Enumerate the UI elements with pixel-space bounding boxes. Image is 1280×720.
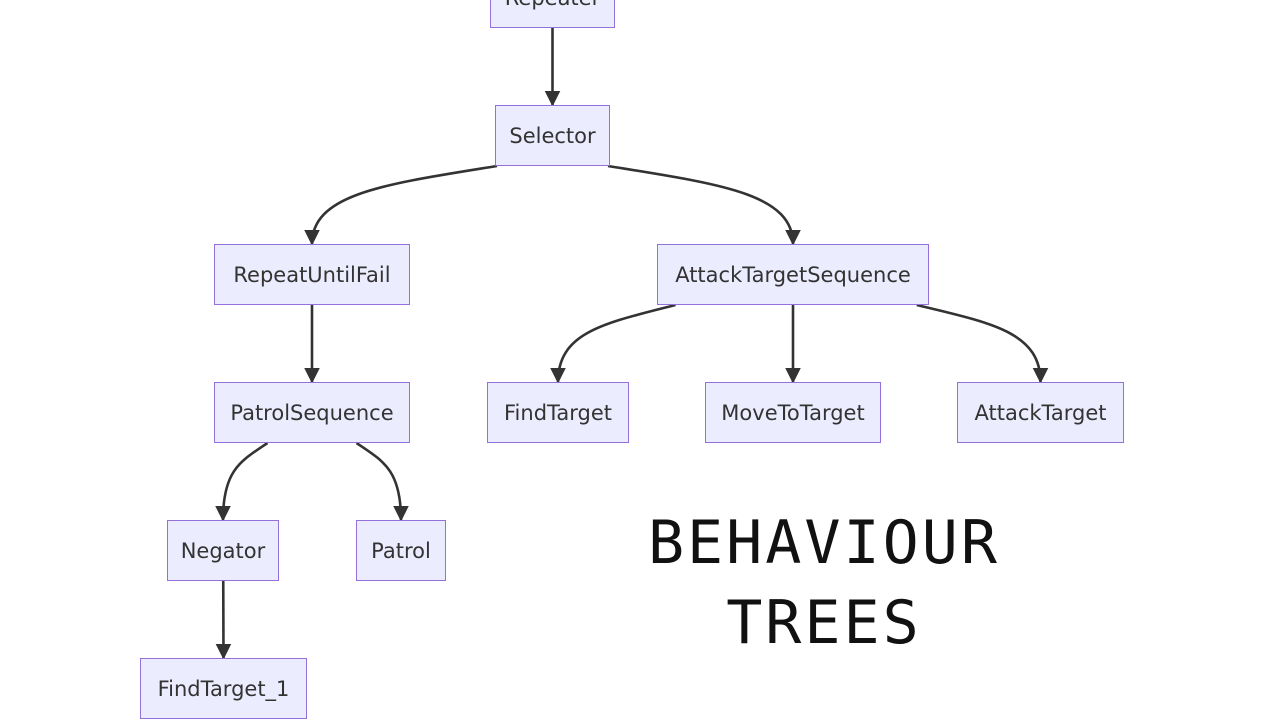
node-attack-target[interactable]: AttackTarget xyxy=(957,382,1124,443)
edge-selector-to-repeat_until_fail xyxy=(304,164,498,246)
node-selector[interactable]: Selector xyxy=(495,105,610,166)
node-find-target-1[interactable]: FindTarget_1 xyxy=(140,658,307,719)
edge-patrol_sequence-to-patrol xyxy=(355,441,409,522)
node-negator[interactable]: Negator xyxy=(167,520,279,581)
edge-attack_target_sequence-to-find_target xyxy=(550,303,676,384)
title-line-1: BEHAVIOUR xyxy=(647,508,1001,578)
title-line-2: TREES xyxy=(726,588,922,658)
node-patrol-sequence[interactable]: PatrolSequence xyxy=(214,382,410,443)
edge-selector-to-attack_target_sequence xyxy=(607,164,801,246)
edge-attack_target_sequence-to-attack_target xyxy=(916,303,1049,384)
node-repeat-until-fail[interactable]: RepeatUntilFail xyxy=(214,244,410,305)
node-move-to-target[interactable]: MoveToTarget xyxy=(705,382,881,443)
node-patrol[interactable]: Patrol xyxy=(356,520,446,581)
node-attack-target-sequence[interactable]: AttackTargetSequence xyxy=(657,244,929,305)
node-repeater[interactable]: Repeater xyxy=(490,0,615,28)
node-find-target[interactable]: FindTarget xyxy=(487,382,629,443)
edge-patrol_sequence-to-negator xyxy=(215,441,269,522)
